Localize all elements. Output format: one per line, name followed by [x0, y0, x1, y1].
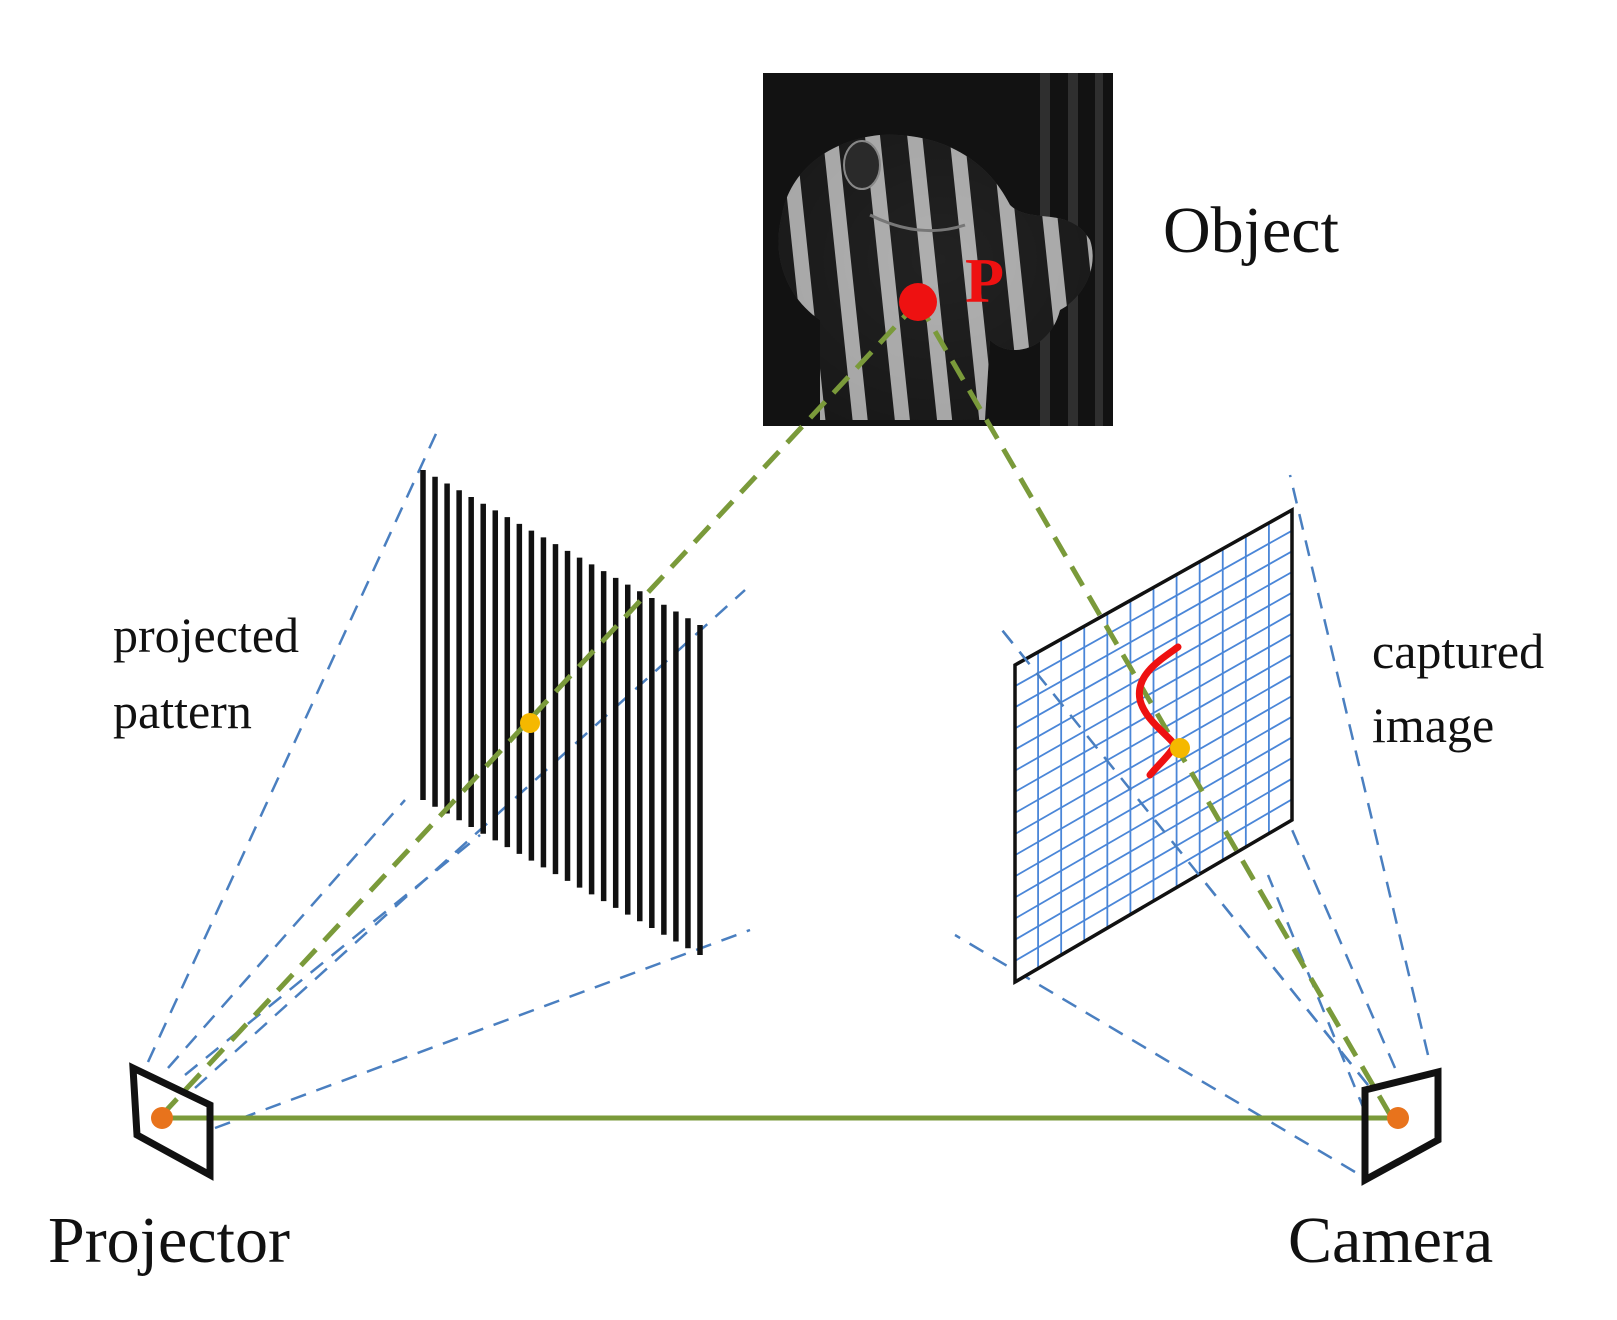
camera-frustum-line: [1288, 474, 1430, 1056]
projected-pattern-plane: [420, 470, 703, 955]
point-p-label: P: [965, 245, 1004, 316]
captured-label-line2: image: [1372, 697, 1494, 753]
captured-image-plane: [1013, 507, 1294, 986]
camera-frustum-line: [1266, 874, 1367, 1113]
projected-label-line1: projected: [113, 607, 299, 663]
projector-frustum-line: [194, 589, 746, 1089]
captured-image-frame: [1013, 507, 1294, 986]
camera-icon: [1361, 1067, 1442, 1186]
projector-optical-center: [151, 1107, 173, 1129]
camera-frustum-line: [1288, 824, 1397, 1069]
captured-label-line1: captured: [1372, 623, 1544, 679]
deformed-fringe-curve: [1135, 643, 1182, 779]
grid-line: [1014, 529, 1293, 687]
camera-ray: [915, 300, 1395, 1120]
grid-line: [1014, 715, 1293, 878]
projector-icon: [129, 1062, 214, 1181]
projected-label-line2: pattern: [113, 683, 252, 739]
grid-line: [1014, 798, 1293, 962]
grid-line: [1014, 591, 1293, 751]
projector-ray: [160, 300, 920, 1117]
grid-line: [1014, 777, 1293, 941]
grid-line: [1014, 757, 1293, 920]
pattern-point: [520, 713, 540, 733]
image-point: [1170, 738, 1190, 758]
projector-frustum-line: [167, 799, 406, 1069]
grid-line: [1014, 550, 1293, 709]
camera-frustum-line: [1001, 629, 1369, 1086]
projector-frustum-line: [146, 424, 442, 1063]
projector-label: Projector: [48, 1204, 290, 1277]
projector-frustum-line: [214, 928, 751, 1130]
grid-line: [1014, 653, 1293, 814]
grid-line: [1014, 612, 1293, 772]
camera-optical-center: [1387, 1107, 1409, 1129]
object-point-p: [899, 283, 937, 321]
object-image: [763, 73, 1113, 426]
camera-label: Camera: [1288, 1204, 1493, 1277]
grid-line: [1014, 633, 1293, 793]
grid-line: [1014, 736, 1293, 899]
object-label: Object: [1163, 194, 1339, 267]
grid-line: [1014, 674, 1293, 835]
